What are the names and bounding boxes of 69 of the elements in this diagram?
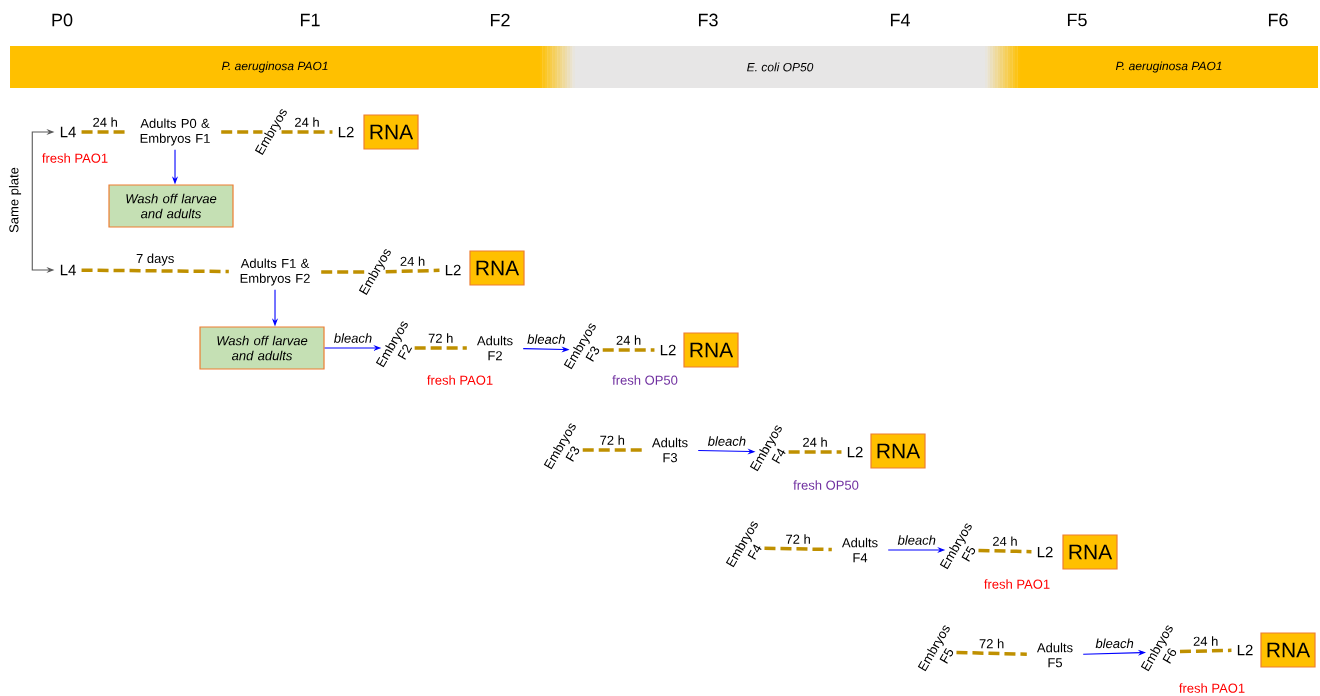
stage-label: L2 xyxy=(445,264,461,276)
edge-label: 7 days xyxy=(135,252,176,267)
step-box: Wash off larvae and adults xyxy=(199,326,325,370)
rna-box: RNA xyxy=(363,114,419,150)
edge-label: 24 h xyxy=(614,334,643,346)
dashed-line xyxy=(788,450,842,454)
dashed-line xyxy=(764,546,832,552)
stage-label: L4 xyxy=(60,126,76,138)
edge-label: 24 h xyxy=(801,436,829,448)
generation-label: F3 xyxy=(699,13,718,27)
dashed-line xyxy=(414,346,467,350)
dashed-line xyxy=(281,130,333,134)
edge-label: 24 h xyxy=(293,116,321,128)
edge-label: bleach xyxy=(706,435,748,447)
edge-label: 24 h xyxy=(1192,635,1220,647)
stage-label: L2 xyxy=(1237,644,1253,656)
generation-label: P0 xyxy=(52,13,73,27)
generation-label: F2 xyxy=(491,13,510,27)
rna-box: RNA xyxy=(469,250,525,286)
stage-label: Adults F3 xyxy=(651,437,688,463)
generation-label: F6 xyxy=(1268,13,1288,27)
rna-box: RNA xyxy=(683,332,739,368)
edge-label: bleach xyxy=(332,332,374,344)
edge-label: 72 h xyxy=(598,434,626,446)
stage-label: Adults F5 xyxy=(1036,642,1073,668)
dashed-line xyxy=(321,270,367,274)
condition-note: fresh PAO1 xyxy=(1179,683,1245,693)
generation-label: F1 xyxy=(301,13,320,27)
stage-label: L4 xyxy=(60,264,76,276)
edge-label: 24 h xyxy=(91,116,119,128)
condition-note: fresh PAO1 xyxy=(42,153,108,163)
edge-label: bleach xyxy=(526,333,567,345)
side-label: Same plate xyxy=(8,167,22,233)
stage-label: Adults F1 & Embryos F2 xyxy=(240,258,310,286)
condition-note: fresh OP50 xyxy=(612,375,678,385)
stage-label: L2 xyxy=(660,344,676,356)
stage-label: Adults F4 xyxy=(841,537,878,563)
dashed-line xyxy=(81,268,229,274)
rna-box: RNA xyxy=(1062,534,1118,570)
edge-label: 72 h xyxy=(978,637,1006,650)
stage-label: Adults F2 xyxy=(476,335,513,361)
edge-label: 72 h xyxy=(427,332,455,344)
edge-label: bleach xyxy=(896,534,937,546)
condition-note: fresh OP50 xyxy=(793,480,859,490)
stage-label: L2 xyxy=(338,126,354,138)
dashed-line xyxy=(978,548,1032,554)
dashed-line xyxy=(602,348,655,352)
dashed-line xyxy=(1179,648,1232,654)
generation-label: F4 xyxy=(891,13,910,27)
generation-label: F5 xyxy=(1067,13,1087,27)
rna-box: RNA xyxy=(870,433,926,469)
dashed-line xyxy=(221,130,263,134)
dashed-line xyxy=(956,650,1027,656)
food-band: P. aeruginosa PAO1 xyxy=(1020,46,1318,88)
dashed-line xyxy=(582,448,642,452)
stage-label: Adults P0 & Embryos F1 xyxy=(140,118,210,146)
edge-label: bleach xyxy=(1094,637,1135,650)
edge-label: 24 h xyxy=(991,535,1019,547)
stage-label: L2 xyxy=(1037,546,1053,558)
condition-note: fresh PAO1 xyxy=(427,375,493,385)
edge-label: 72 h xyxy=(784,533,812,545)
edge-label: 24 h xyxy=(398,255,427,267)
rna-box: RNA xyxy=(1260,632,1316,668)
food-band: E. coli OP50 xyxy=(575,46,985,88)
step-box: Wash off larvae and adults xyxy=(108,184,234,228)
stage-label: L2 xyxy=(847,446,863,458)
food-band: P. aeruginosa PAO1 xyxy=(10,46,540,88)
condition-note: fresh PAO1 xyxy=(984,579,1050,589)
dashed-line xyxy=(385,268,440,274)
